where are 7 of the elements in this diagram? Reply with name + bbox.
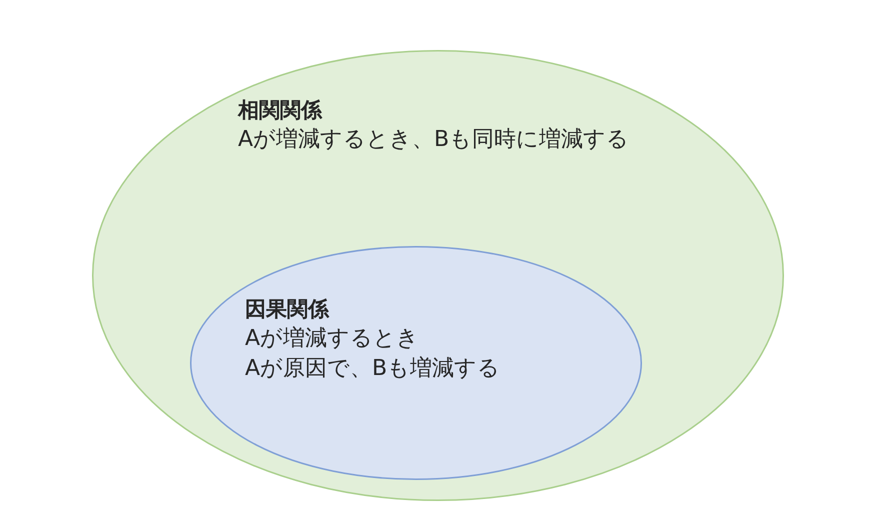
category-heading: 相関関係 [238, 97, 322, 124]
outer-ellipse [92, 50, 784, 501]
category-description: Aが増減するとき、Bも同時に増減する [238, 126, 630, 154]
description-line: Aが増減するとき [245, 325, 420, 353]
category-heading: 因果関係 [245, 296, 329, 323]
inner-ellipse [190, 246, 642, 480]
description-line: Aが原因で、Bも増減する [245, 355, 500, 383]
